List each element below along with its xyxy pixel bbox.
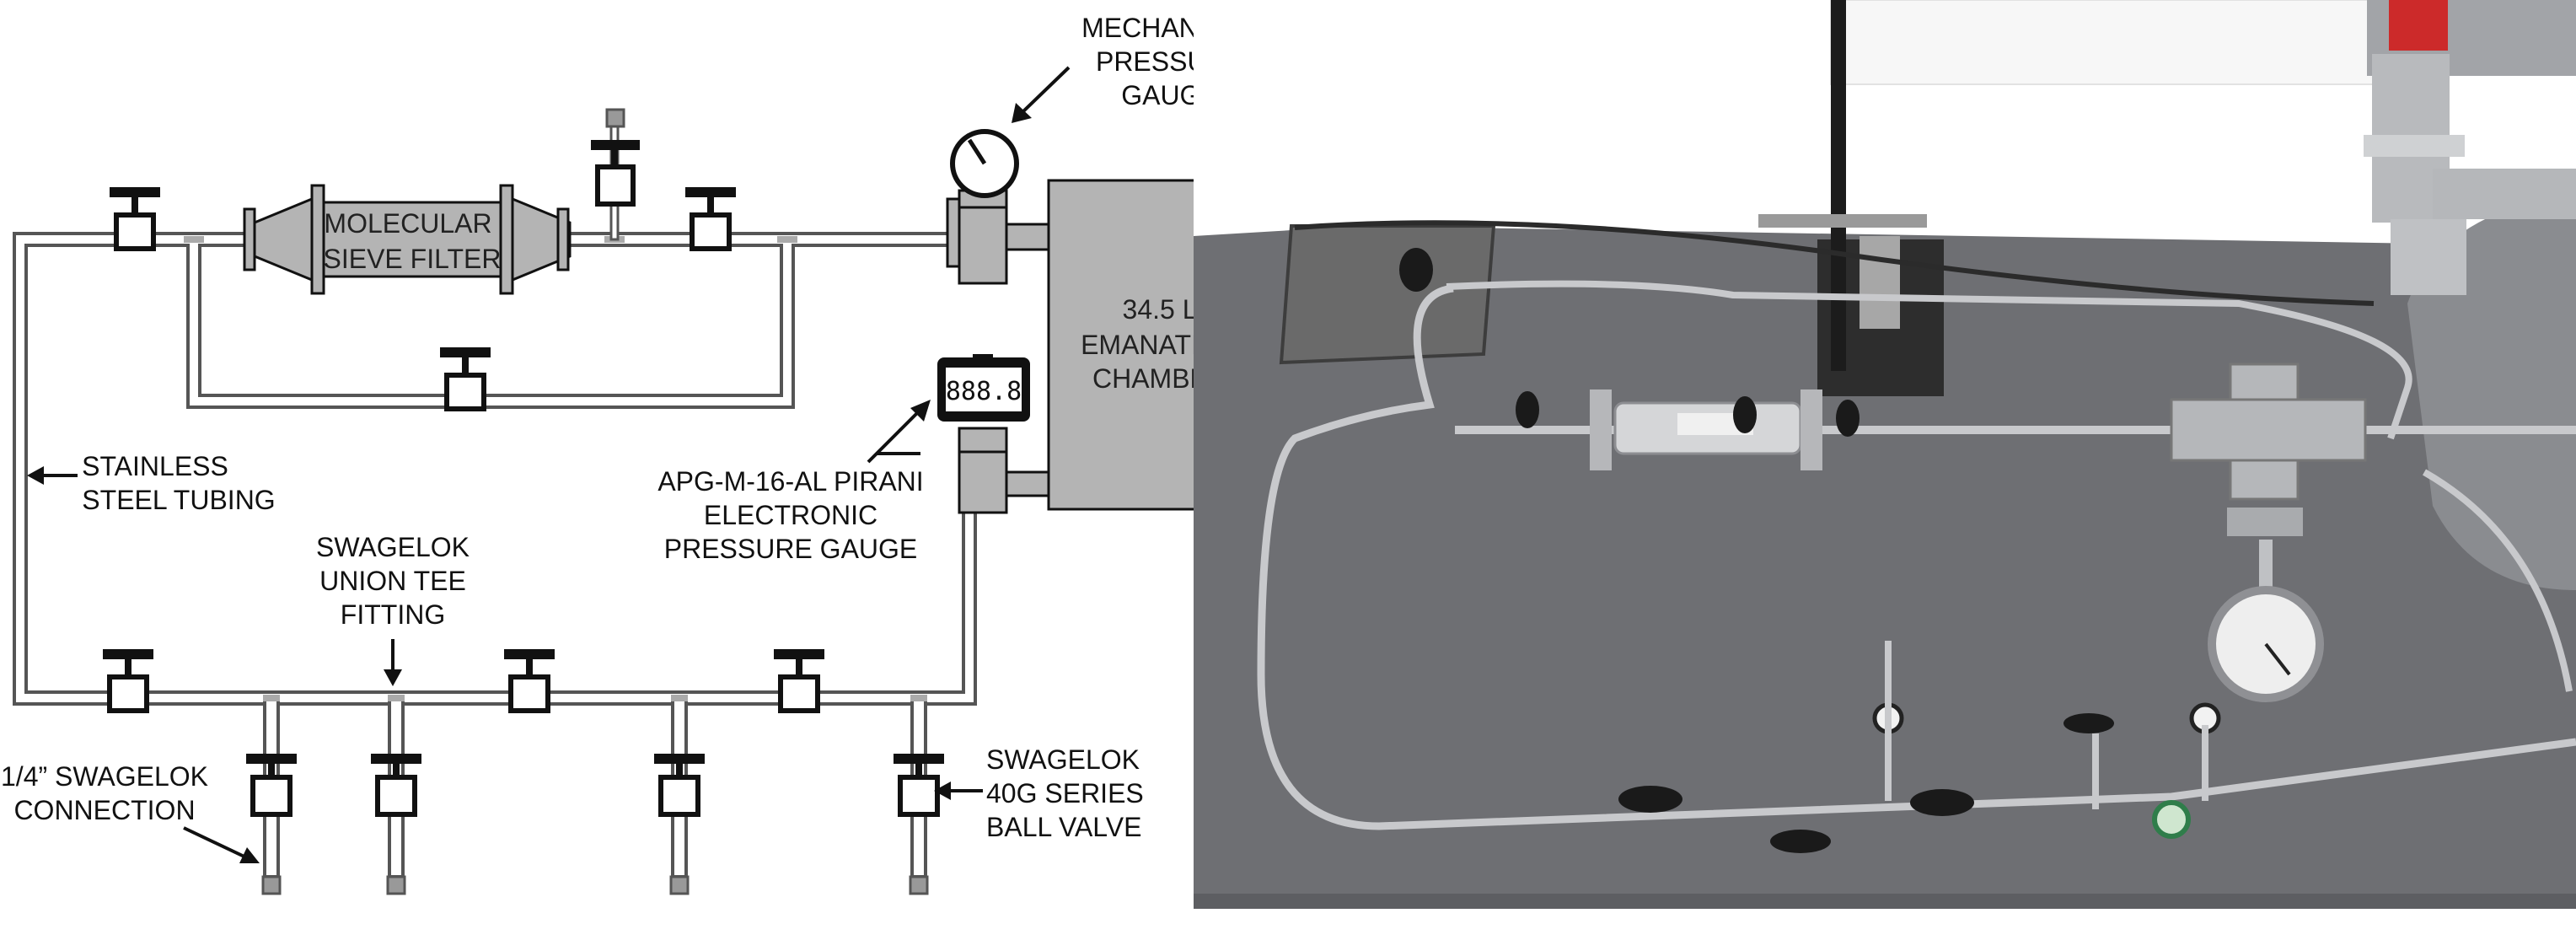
drop-port-4 (894, 695, 944, 894)
pirani-label-line3: PRESSURE GAUGE (664, 534, 918, 564)
ball-valve-bottom-2 (504, 649, 555, 711)
ball-valve-label-line3: BALL VALVE (986, 812, 1141, 842)
tee-fitting-upper (946, 189, 1050, 285)
cross-fitting-photo (2170, 363, 2367, 536)
emanation-chamber: 34.5 L EMANATION CHAMBER (1047, 179, 1197, 511)
chamber-label-line1: 34.5 L (1123, 294, 1197, 325)
metal-plate (1279, 224, 1496, 365)
mech-gauge-label-line1: MECHANICAL (1081, 13, 1197, 43)
chamber-label-line2: EMANATION (1081, 330, 1197, 360)
tee-fitting-lower (958, 427, 1050, 514)
connection-label-line1: 1/4” SWAGELOK (1, 761, 208, 792)
ball-valve-bottom-1 (103, 649, 153, 711)
mechanical-pressure-gauge (950, 129, 1019, 198)
pirani-display-readout: 888.8 (946, 377, 1022, 406)
connection-label-line2: CONNECTION (13, 795, 195, 825)
mech-gauge-label-line3: GAUGE (1121, 80, 1197, 110)
ball-valve-bypass (440, 347, 491, 409)
union-tee-label-line3: FITTING (341, 599, 445, 630)
tubing-label-line1: STAINLESS (82, 451, 228, 481)
tubing-label-line2: STEEL TUBING (82, 485, 275, 515)
filter-label-line2: SIEVE FILTER (323, 244, 501, 274)
stand-rod (1831, 0, 1846, 371)
union-tee-label-line2: UNION TEE (319, 566, 466, 596)
mechanical-gauge-photo (2208, 540, 2324, 702)
drop-port-3 (654, 695, 705, 894)
drop-port-1 (246, 695, 297, 894)
chamber-label-line3: CHAMBER (1092, 363, 1197, 394)
valve-handles-photo (1399, 248, 2114, 853)
ball-valve-top-right (685, 187, 736, 249)
mech-gauge-label-line2: PRESSURE (1096, 46, 1197, 77)
schematic-diagram: MOLECULAR SIEVE FILTER 34.5 L EMANATION (1, 13, 1197, 940)
sampling-port-top (591, 108, 640, 241)
filter-label-line1: MOLECULAR (324, 208, 491, 239)
ball-valve-label-line1: SWAGELOK (986, 744, 1140, 775)
signal-cable (1294, 220, 2375, 306)
ball-valve-top-left (110, 187, 160, 249)
upper-tubing (1257, 284, 2576, 830)
ball-valve-label-line2: 40G SERIES (986, 778, 1144, 808)
pirani-label-line1: APG-M-16-AL PIRANI (657, 466, 923, 497)
ball-valve-bottom-3 (774, 649, 824, 711)
molecular-sieve-filter: MOLECULAR SIEVE FILTER (243, 184, 572, 295)
setup-photograph (1194, 0, 2576, 940)
union-tee-label-line1: SWAGELOK (316, 532, 470, 562)
pirani-label-line2: ELECTRONIC (704, 500, 877, 530)
pirani-electronic-gauge: 888.8 (937, 354, 1030, 422)
annotation-arrows (27, 66, 1071, 863)
drop-port-2 (371, 695, 421, 894)
